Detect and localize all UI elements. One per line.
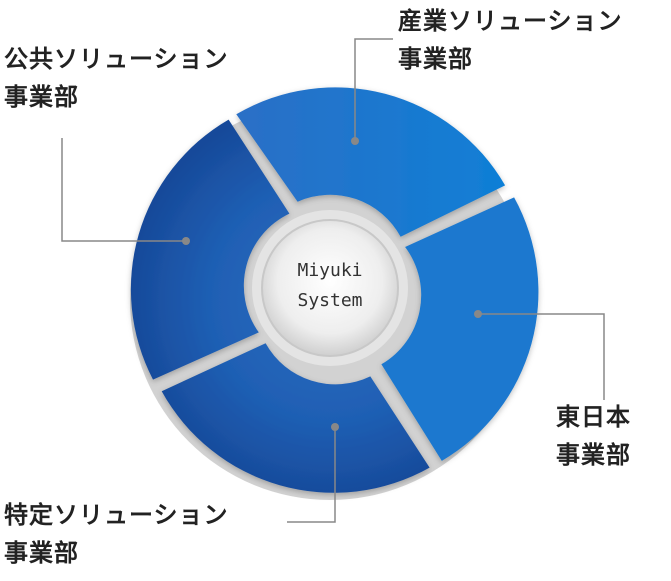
leader-line-specific [287, 427, 336, 523]
segment-specific-solutions [161, 343, 430, 493]
leader-dot-industry [351, 137, 359, 145]
label-specific-line2: 事業部 [4, 539, 79, 567]
hub-center [261, 219, 399, 357]
label-public-solutions: 公共ソリューション 事業部 [4, 40, 229, 116]
leader-dot-specific [331, 423, 339, 431]
segment-industry-solutions [236, 87, 506, 237]
label-east-line2: 事業部 [556, 441, 631, 469]
leader-line-east [478, 313, 605, 400]
leader-line-public [61, 138, 186, 242]
label-specific-solutions: 特定ソリューション 事業部 [4, 496, 229, 572]
label-east-line1: 東日本 [556, 403, 631, 431]
hub-text-line1: Miyuki [297, 260, 362, 281]
label-public-line2: 事業部 [4, 83, 79, 111]
label-public-line1: 公共ソリューション [4, 45, 229, 73]
leader-dot-public [182, 237, 190, 245]
label-east-japan: 東日本 事業部 [556, 398, 631, 474]
leader-line-industry [354, 38, 393, 141]
segment-east-japan [381, 197, 539, 461]
segment-public-solutions [130, 119, 290, 380]
label-industry-solutions: 産業ソリューション 事業部 [398, 2, 623, 78]
label-specific-line1: 特定ソリューション [4, 501, 229, 529]
label-industry-line1: 産業ソリューション [398, 7, 623, 35]
leader-dot-east [474, 310, 482, 318]
label-industry-line2: 事業部 [398, 45, 473, 73]
hub-text-line2: System [297, 290, 362, 311]
